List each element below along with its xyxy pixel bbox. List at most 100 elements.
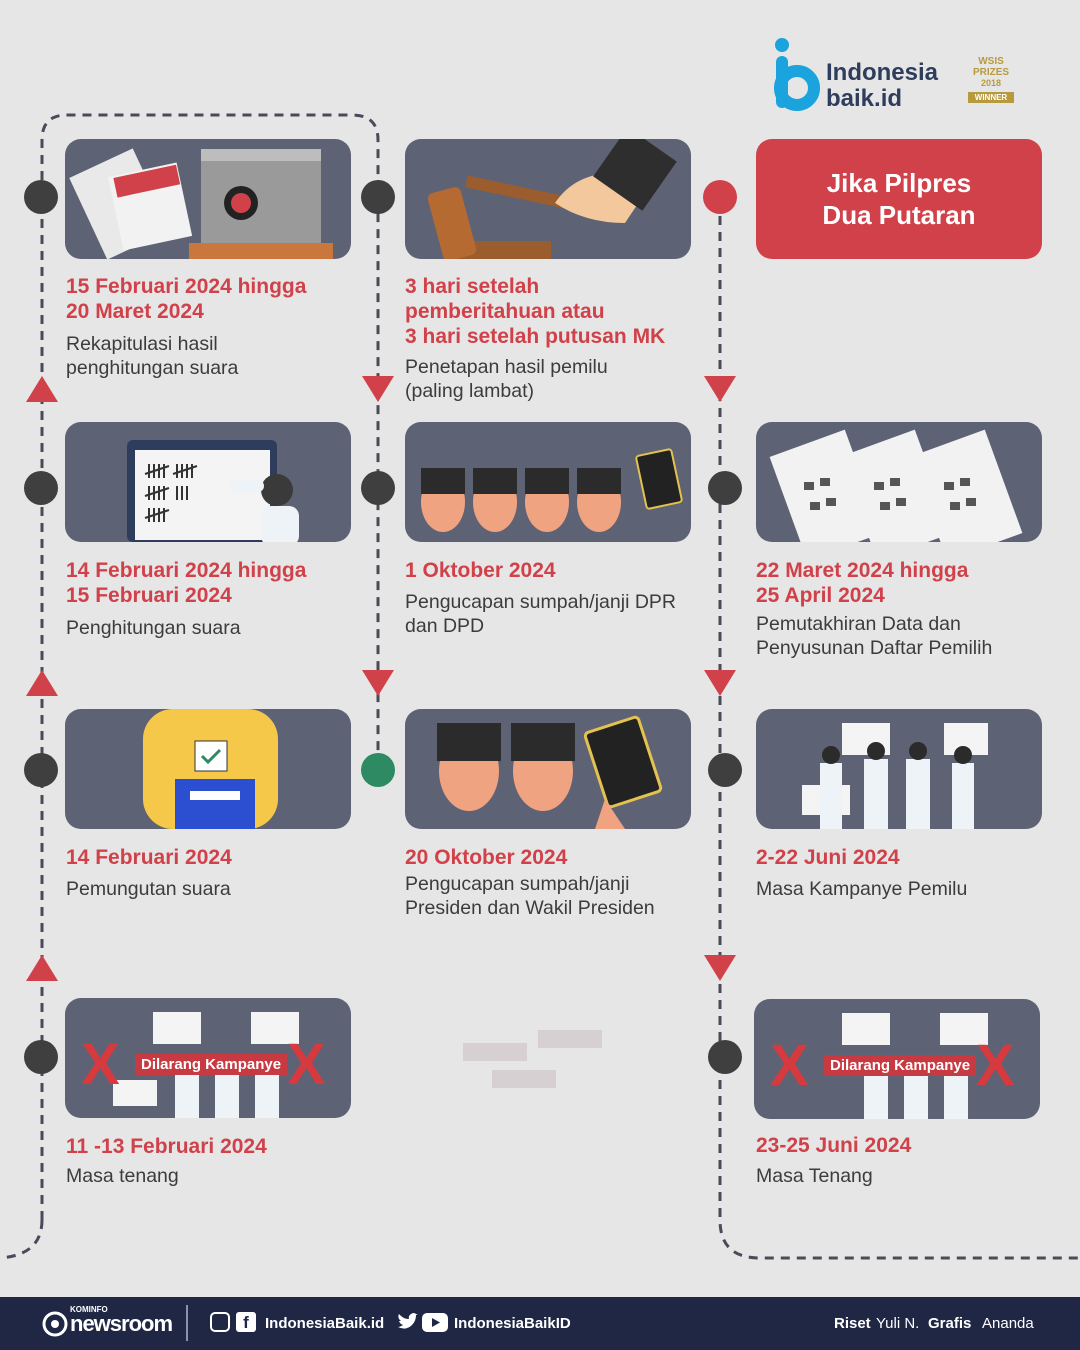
event-desc: Pengucapan sumpah/janji DPR dan DPD	[405, 590, 705, 638]
timeline-dot	[708, 753, 742, 787]
grafis-label: Grafis	[928, 1315, 972, 1332]
event-date: 2-22 Juni 2024	[756, 845, 1056, 870]
desc-line: Pemungutan suara	[66, 878, 231, 900]
social-handle-id[interactable]: IndonesiaBaikID	[454, 1315, 571, 1332]
event-desc: Pemutakhiran Data dan Penyusunan Daftar …	[756, 612, 1056, 660]
event-desc: Penetapan hasil pemilu (paling lambat)	[405, 355, 705, 403]
event-date: 22 Maret 2024 hingga 25 April 2024	[756, 558, 1056, 608]
card-pemutakhiran	[756, 422, 1042, 542]
timeline-dot	[361, 471, 395, 505]
date-line: 1 Oktober 2024	[405, 559, 556, 582]
arrow-down-icon	[362, 376, 394, 402]
date-line: 11 -13 Februari 2024	[66, 1135, 267, 1158]
x-mark-icon: X	[770, 1033, 809, 1098]
date-line: 15 Februari 2024 hingga	[66, 275, 307, 298]
date-line: pemberitahuan atau	[405, 300, 605, 323]
desc-line: Pemutakhiran Data dan	[756, 613, 961, 635]
badge-line: WSIS	[978, 56, 1004, 67]
timeline-dot-start	[703, 180, 737, 214]
twitter-icon[interactable]	[396, 1313, 418, 1331]
card-rekapitulasi	[65, 139, 351, 259]
gavel-icon	[427, 139, 677, 259]
brand-line2: baik.id	[826, 85, 903, 112]
card-sumpah-presiden	[405, 709, 691, 829]
event-desc: Masa tenang	[66, 1164, 366, 1188]
desc-line: penghitungan suara	[66, 357, 239, 379]
timeline-dot	[361, 180, 395, 214]
newsroom-logo-icon	[42, 1311, 68, 1337]
event-desc: Pemungutan suara	[66, 877, 366, 901]
tally-board-icon	[127, 440, 299, 542]
newsroom-label: newsroom	[70, 1311, 173, 1336]
arrow-down-icon	[704, 376, 736, 402]
instagram-icon[interactable]	[210, 1312, 230, 1332]
desc-line: Penyusunan Daftar Pemilih	[756, 637, 993, 659]
event-date: 14 Februari 2024	[66, 845, 366, 870]
date-line: 14 Februari 2024 hingga	[66, 559, 307, 582]
event-date: 14 Februari 2024 hingga 15 Februari 2024	[66, 558, 366, 608]
desc-line: (paling lambat)	[405, 380, 534, 402]
timeline-dot	[24, 1040, 58, 1074]
date-line: 15 Februari 2024	[66, 584, 232, 607]
date-line: 22 Maret 2024 hingga	[756, 559, 969, 582]
desc-line: Masa Kampanye Pemilu	[756, 878, 968, 900]
card-penetapan	[405, 139, 691, 259]
card-penghitungan	[65, 422, 351, 542]
ballot-box-icon	[69, 148, 333, 259]
card-kampanye	[756, 709, 1042, 829]
desc-line: Pengucapan sumpah/janji	[405, 873, 630, 895]
desc-line: Rekapitulasi hasil	[66, 333, 218, 355]
date-line: 3 hari setelah putusan MK	[405, 325, 666, 348]
arrow-up-icon	[26, 376, 58, 402]
badge-line: PRIZES	[972, 67, 1010, 78]
event-desc: Rekapitulasi hasil penghitungan suara	[66, 332, 366, 380]
x-mark-icon: X	[287, 1032, 326, 1097]
highlight-line2: Dua Putaran	[822, 200, 976, 230]
event-date: 15 Februari 2024 hingga 20 Maret 2024	[66, 274, 366, 324]
ban-label: Dilarang Kampanye	[824, 1055, 977, 1076]
brand-line1: Indonesia	[826, 59, 939, 86]
desc-line: Masa tenang	[66, 1165, 179, 1187]
timeline-dot-end	[361, 753, 395, 787]
decor-block	[492, 1070, 556, 1088]
arrow-up-icon	[26, 955, 58, 981]
highlight-line1: Jika Pilpres	[826, 168, 972, 198]
event-date: 20 Oktober 2024	[405, 845, 705, 870]
timeline-dot	[24, 180, 58, 214]
event-desc: Masa Kampanye Pemilu	[756, 877, 1056, 901]
social-handle-web[interactable]: IndonesiaBaik.id	[265, 1315, 385, 1332]
date-line: 20 Oktober 2024	[405, 846, 568, 869]
badge-line: 2018	[980, 78, 1002, 88]
card-sumpah-dpr	[405, 422, 691, 542]
badge-line: WINNER	[968, 92, 1014, 103]
campaign-crowd-icon	[802, 723, 988, 829]
footer-divider	[186, 1305, 188, 1341]
oath-group-icon	[421, 448, 683, 532]
kominfo-label: KOMINFO	[70, 1305, 108, 1314]
voter-icon	[143, 709, 278, 829]
x-mark-icon: X	[81, 1032, 120, 1097]
event-desc: Masa Tenang	[756, 1164, 1056, 1188]
event-date: 1 Oktober 2024	[405, 558, 705, 583]
desc-line: Pengucapan sumpah/janji DPR	[405, 591, 677, 613]
date-line: 25 April 2024	[756, 584, 885, 607]
desc-line: Presiden dan Wakil Presiden	[405, 897, 655, 919]
riset-label: Riset	[834, 1315, 871, 1332]
indonesiabaik-logo-icon	[774, 38, 820, 111]
date-line: 3 hari setelah	[405, 275, 540, 298]
footer: KOMINFO newsroom f IndonesiaBaik.id Indo…	[0, 1297, 1080, 1350]
date-line: 2-22 Juni 2024	[756, 846, 900, 869]
card-masa-tenang-1: X X Dilarang Kampanye	[65, 998, 351, 1118]
arrow-down-icon	[362, 670, 394, 696]
voter-list-icon	[769, 429, 1023, 542]
event-date: 11 -13 Februari 2024	[66, 1134, 366, 1159]
desc-line: dan DPD	[405, 615, 485, 637]
event-date: 23-25 Juni 2024	[756, 1133, 1056, 1158]
arrow-down-icon	[704, 670, 736, 696]
grafis-name: Ananda	[982, 1315, 1034, 1332]
riset-name: Yuli N.	[876, 1315, 920, 1332]
event-date: 3 hari setelah pemberitahuan atau 3 hari…	[405, 274, 705, 349]
two-round-box: Jika Pilpres Dua Putaran	[756, 139, 1042, 259]
facebook-icon[interactable]: f	[236, 1312, 256, 1332]
youtube-icon[interactable]	[422, 1313, 448, 1332]
